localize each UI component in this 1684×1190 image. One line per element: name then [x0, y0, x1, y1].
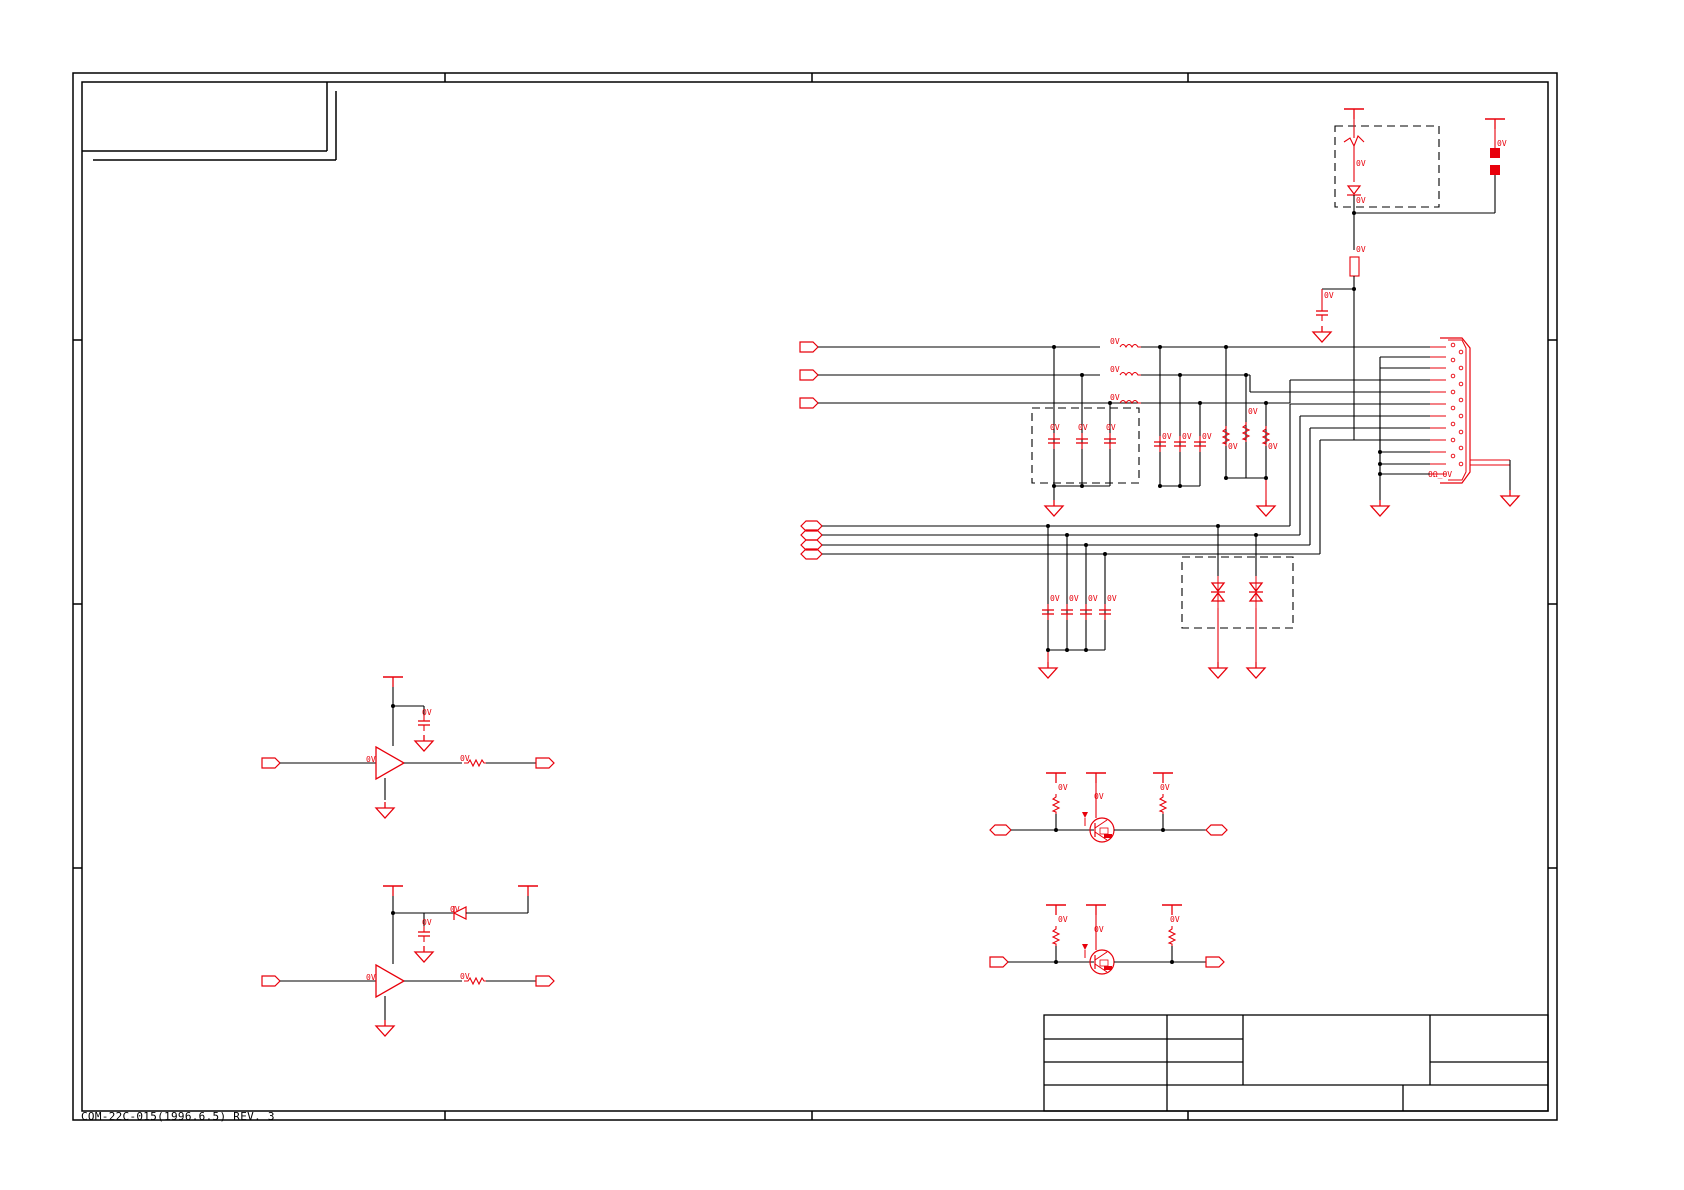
- svg-text:0V: 0V: [422, 918, 432, 927]
- svg-text:0V: 0V: [1324, 291, 1334, 300]
- svg-text:0V: 0V: [1069, 594, 1079, 603]
- svg-text:0V: 0V: [1268, 442, 1278, 451]
- svg-text:0V: 0V: [1228, 442, 1238, 451]
- svg-text:0V: 0V: [1058, 783, 1068, 792]
- level-shifter-1: 0V 0V 0V: [989, 772, 1228, 843]
- power-input-section: 0V 0V 0V 0V 0V: [1312, 108, 1507, 441]
- svg-text:0V: 0V: [422, 708, 432, 717]
- svg-text:0V: 0V: [1050, 594, 1060, 603]
- filter-cap-group-1: 0V 0V 0V: [1031, 347, 1140, 517]
- svg-text:0V: 0V: [1202, 432, 1212, 441]
- svg-text:0V: 0V: [1160, 783, 1170, 792]
- buffer-circuit-1: 0V 0V 0V: [261, 676, 555, 819]
- svg-text:0V: 0V: [1088, 594, 1098, 603]
- svg-text:0V: 0V: [1094, 792, 1104, 801]
- top-left-title-box: [82, 82, 337, 161]
- form-code-footer: COM-22C-015(1996.6.5) REV. 3: [81, 1110, 275, 1123]
- svg-text:0V: 0V: [366, 755, 376, 764]
- svg-text:0V: 0V: [1106, 423, 1116, 432]
- svg-text:0V: 0V: [1170, 915, 1180, 924]
- svg-text:0V: 0V: [1182, 432, 1192, 441]
- svg-text:0V: 0V: [1110, 393, 1120, 402]
- junction-dots: [391, 211, 1382, 964]
- filter-cap-group-2: 0V 0V 0V: [1153, 347, 1212, 487]
- svg-text:0V: 0V: [1248, 407, 1258, 416]
- svg-text:0V: 0V: [1058, 915, 1068, 924]
- svg-text:0V: 0V: [460, 754, 470, 763]
- svg-text:0V: 0V: [1497, 139, 1507, 148]
- svg-text:0V: 0V: [1094, 925, 1104, 934]
- svg-text:0V: 0V: [1050, 423, 1060, 432]
- svg-text:0V: 0V: [1162, 432, 1172, 441]
- svg-text:0V: 0V: [450, 905, 460, 914]
- svg-text:0V: 0V: [366, 973, 376, 982]
- signal-inputs-upper: 0V 0V 0V: [799, 337, 1430, 500]
- svg-text:0Ω_0V: 0Ω_0V: [1428, 470, 1452, 479]
- drawing-frame: [72, 72, 1558, 1121]
- svg-text:0V: 0V: [1107, 594, 1117, 603]
- svg-text:0V: 0V: [460, 972, 470, 981]
- signal-inputs-lower: [800, 367, 1430, 560]
- svg-text:0V: 0V: [1110, 337, 1120, 346]
- svg-text:0V: 0V: [1356, 159, 1366, 168]
- svg-text:0V: 0V: [1110, 365, 1120, 374]
- resistor-group-1: 0V 0V 0V: [1222, 347, 1278, 517]
- tvs-diode-group: [1181, 526, 1294, 679]
- svg-text:0V: 0V: [1078, 423, 1088, 432]
- db-connector: 0Ω_0V: [1370, 337, 1520, 517]
- title-block: [1043, 1014, 1549, 1112]
- level-shifter-2: 0V 0V 0V: [989, 904, 1225, 975]
- lower-cap-bank: 0V 0V 0V 0V: [1038, 526, 1117, 679]
- svg-text:0V: 0V: [1356, 196, 1366, 205]
- buffer-circuit-2: 0V 0V 0V 0V: [261, 885, 555, 1037]
- svg-text:0V: 0V: [1356, 245, 1366, 254]
